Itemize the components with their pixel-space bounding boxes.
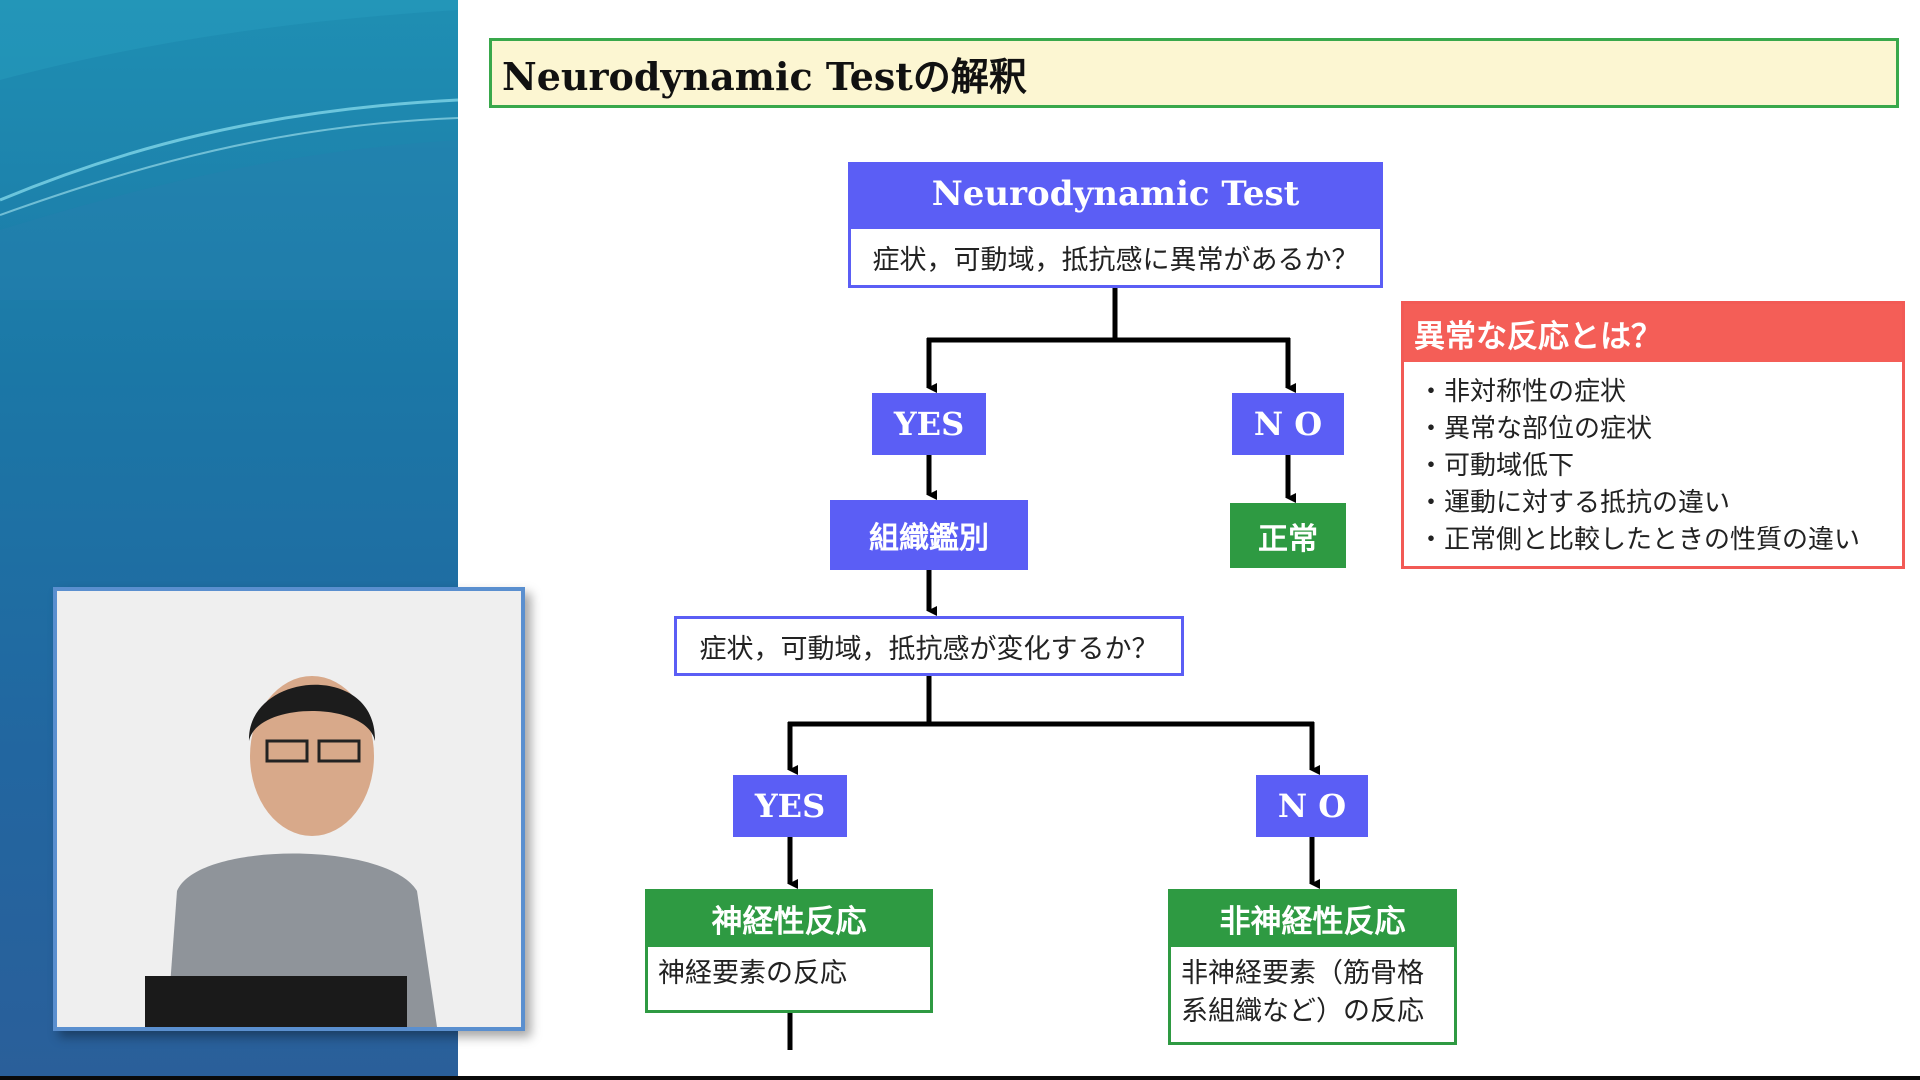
nonneural-response-text-line-1: 非神経要素（筋骨格	[1181, 958, 1424, 989]
nonneural-response-description: 非神経要素（筋骨格 系組織など）の反応	[1168, 947, 1457, 1045]
list-item: 運動に対する抵抗の違い	[1418, 485, 1902, 522]
laptop-shape	[145, 976, 407, 1027]
change-question: 症状，可動域，抵抗感が変化するか？	[674, 616, 1184, 676]
abnormal-response-panel: 異常な反応とは？ 非対称性の症状 異常な部位の症状 可動域低下 運動に対する抵抗…	[1401, 301, 1905, 569]
yes-node-2: YES	[733, 775, 847, 837]
yes-node-1: YES	[872, 393, 986, 455]
presenter-face-shape	[250, 676, 374, 836]
no-node-2: N O	[1256, 775, 1368, 837]
list-item: 異常な部位の症状	[1418, 411, 1902, 448]
nonneural-response-text-line-2: 系組織など）の反応	[1181, 996, 1424, 1027]
list-item: 非対称性の症状	[1418, 374, 1902, 411]
presenter-video-icon	[57, 591, 521, 1027]
slide-title: Neurodynamic Testの解釈	[489, 38, 1899, 108]
neurodynamic-test-header: Neurodynamic Test	[848, 162, 1383, 226]
presenter-hair-shape	[248, 684, 376, 741]
list-item: 可動域低下	[1418, 448, 1902, 485]
nonneural-response-title: 非神経性反応	[1168, 889, 1457, 947]
neural-response-description: 神経要素の反応	[645, 947, 933, 1013]
normal-node: 正常	[1230, 503, 1346, 568]
tissue-differentiation-node: 組織鑑別	[830, 500, 1028, 570]
no-node-1: N O	[1232, 393, 1344, 455]
abnormal-response-list: 非対称性の症状 異常な部位の症状 可動域低下 運動に対する抵抗の違い 正常側と比…	[1404, 362, 1902, 559]
neural-response-text: 神経要素の反応	[658, 958, 847, 989]
list-item: 正常側と比較したときの性質の違い	[1418, 522, 1902, 559]
abnormal-response-title: 異常な反応とは？	[1404, 304, 1902, 362]
abnormality-question: 症状，可動域，抵抗感に異常があるか？	[848, 226, 1383, 288]
neural-response-title: 神経性反応	[645, 889, 933, 947]
presenter-video	[53, 587, 525, 1031]
bottom-bar	[0, 1076, 1920, 1080]
wave-decoration	[0, 0, 458, 300]
